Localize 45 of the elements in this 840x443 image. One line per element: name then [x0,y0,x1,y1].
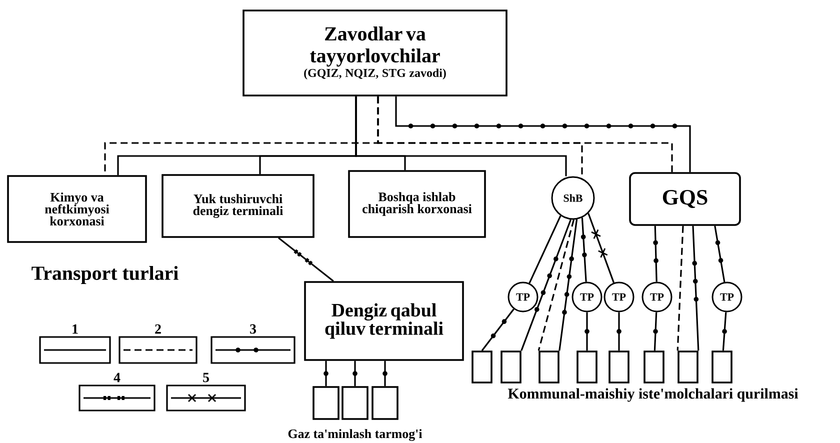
consumer-box [678,350,698,384]
pipeline [588,213,615,283]
process-box: Yuk tushiruvchi dengiz terminali [162,174,314,238]
consumer-box [576,350,598,384]
pipeline [653,312,658,351]
station-box: GQS [629,172,741,226]
consumer-box [312,386,340,420]
pipeline [528,215,562,284]
pipeline [653,226,658,282]
process-box: Zavodlar va tayyorlovchilar (GQIZ, NQIZ, STG zavodi) [242,10,508,96]
legend-number: 3 [250,324,256,334]
consumer-box [538,350,560,384]
caption: Transport turlari [32,266,178,284]
consumer-box [342,386,368,420]
consumer-box [472,350,492,384]
consumer-box [608,350,630,384]
pipeline [616,312,622,351]
consumer-box [372,386,398,420]
pipeline [580,218,587,282]
consumer-box [500,350,522,384]
pipeline [352,360,358,386]
pipeline [324,360,328,386]
pipeline [538,220,575,351]
pipeline [355,96,567,176]
legend-number: 2 [155,324,161,334]
pipeline [481,308,514,352]
pipeline [520,219,572,351]
process-box: Boshqa ishlab chiqarish korxonasi [348,170,486,238]
consumer-box [644,350,664,384]
caption: Gaz ta'minlash tarmog'i [288,429,422,441]
pipeline [278,237,334,282]
consumer-box [712,350,732,384]
pipeline [558,219,578,351]
pipeline [714,226,726,282]
pipeline [676,226,684,351]
pipeline [722,312,727,351]
legend-number: 4 [114,372,120,382]
legend-number: 5 [203,372,209,382]
legend-number: 1 [72,324,78,334]
pipeline [382,360,388,386]
process-box: Dengiz qabul qiluv terminali [304,281,464,361]
pipeline [692,226,700,351]
pipeline [584,312,590,351]
process-box: Kimyo va neftkimyosi korxonasi [7,175,147,243]
caption: Kommunal-maishiy iste'molchalari qurilmasi [508,388,798,402]
